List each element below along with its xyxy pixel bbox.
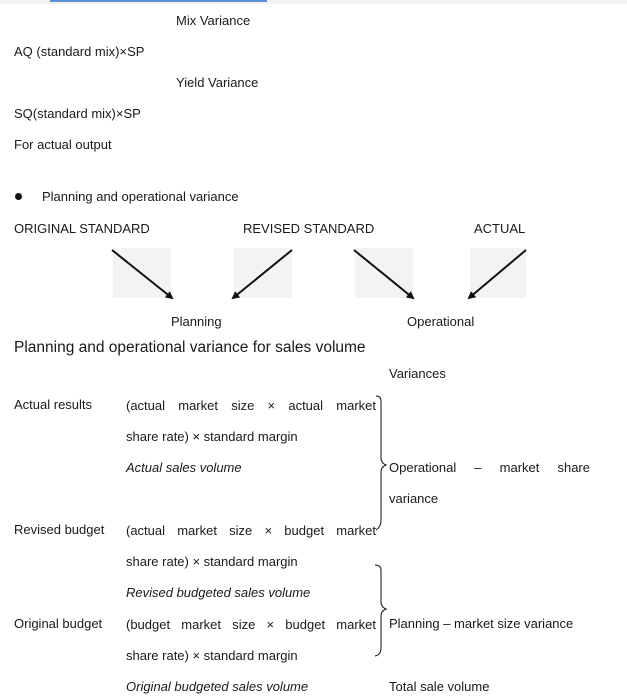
row-label-actual-results: Actual results [14,397,93,412]
variances-header: Variances [389,366,446,381]
aq-standard-mix-line: AQ (standard mix)×SP [14,44,145,59]
operational-variance-line1: Operational – market share [389,460,590,475]
for-actual-output-line: For actual output [14,137,112,152]
revised-standard-label: REVISED STANDARD [243,221,375,236]
revised-budget-formula-line2: share rate) × standard margin [126,554,298,569]
arrow-revised-to-operational [353,249,415,300]
operational-brace [375,395,388,531]
revised-budget-formula-line1: (actual market size × budget market [126,523,376,538]
planning-label: Planning [171,314,222,329]
actual-results-formula-line1: (actual market size × actual market [126,398,376,413]
top-ruler [0,0,627,4]
total-sale-volume-label: Total sale volume [389,679,490,694]
bullet-icon [15,193,22,200]
original-budget-formula-line2: share rate) × standard margin [126,648,298,663]
actual-label: ACTUAL [474,221,526,236]
operational-label: Operational [407,314,475,329]
original-budgeted-sales-volume: Original budgeted sales volume [126,679,309,694]
planning-operational-heading: Planning and operational variance [42,189,239,204]
actual-results-formula-line2: share rate) × standard margin [126,429,298,444]
ruler-accent [50,0,267,2]
arrow-actual-to-operational [467,249,527,300]
row-label-revised-budget: Revised budget [14,522,105,537]
arrow-revised-to-planning [231,249,293,300]
sq-standard-mix-line: SQ(standard mix)×SP [14,106,141,121]
planning-variance-label: Planning – market size variance [389,616,574,631]
sales-volume-heading: Planning and operational variance for sa… [14,339,366,356]
actual-sales-volume: Actual sales volume [126,460,242,475]
original-standard-label: ORIGINAL STANDARD [14,221,150,236]
row-label-original-budget: Original budget [14,616,103,631]
revised-budgeted-sales-volume: Revised budgeted sales volume [126,585,311,600]
operational-variance-line2: variance [389,491,439,506]
planning-brace [374,564,388,657]
mix-variance-label: Mix Variance [176,13,251,28]
yield-variance-label: Yield Variance [176,75,259,90]
arrow-original-to-planning [111,249,174,300]
original-budget-formula-line1: (budget market size × budget market [126,617,376,632]
